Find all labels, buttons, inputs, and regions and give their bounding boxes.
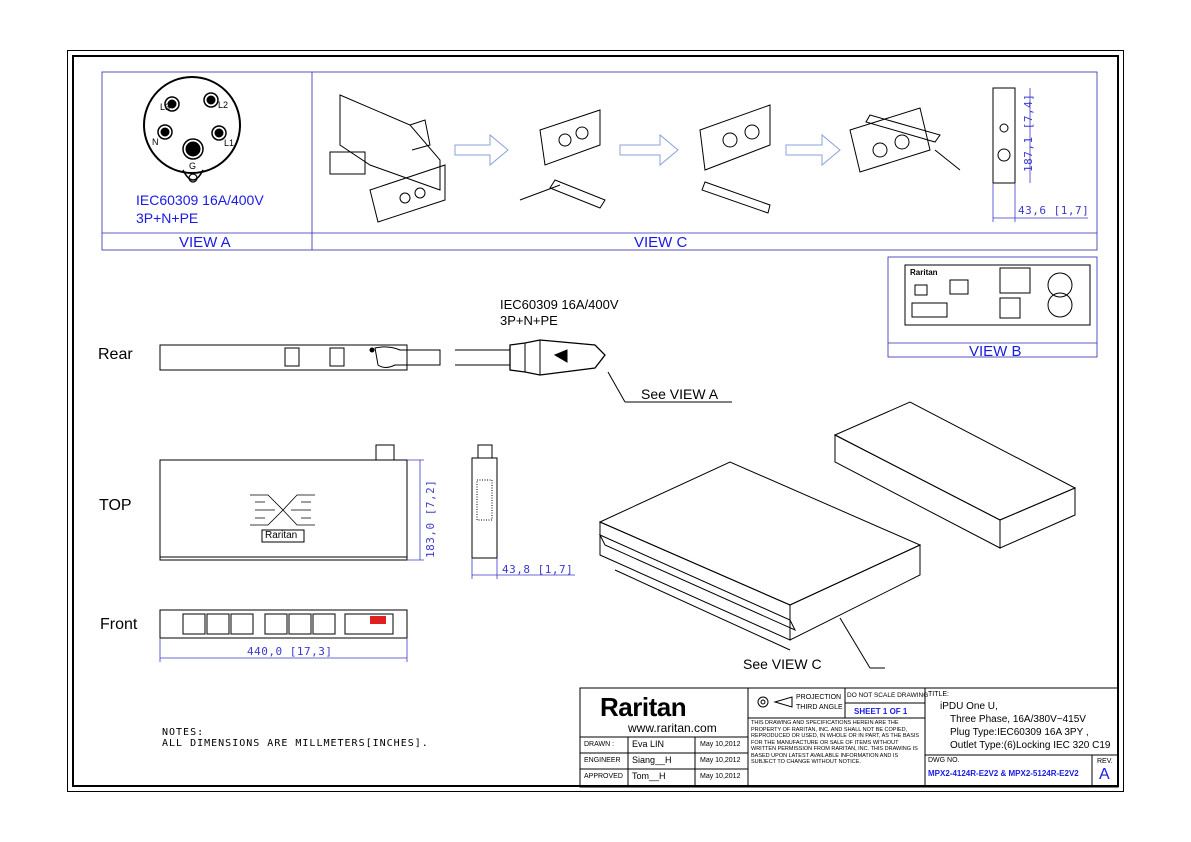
view-b-title: VIEW B xyxy=(969,343,1022,360)
title-block-grid xyxy=(579,687,1119,788)
rear-plug-spec-line1: IEC60309 16A/400V xyxy=(500,297,619,312)
pin-label-g: G xyxy=(189,161,197,171)
views-table xyxy=(101,71,1098,251)
title-block-website: www.raritan.com xyxy=(628,721,717,735)
drawn-name: Eva LIN xyxy=(632,739,665,749)
isometric-view-back xyxy=(833,401,1077,549)
dwg-number-label: DWG NO. xyxy=(928,757,960,764)
approved-label: APPROVED xyxy=(584,773,623,780)
isometric-view-front xyxy=(598,461,922,669)
drawing-border-inner xyxy=(72,55,1119,787)
view-a-spec-line1: IEC60309 16A/400V xyxy=(136,192,264,208)
view-a-title: VIEW A xyxy=(179,234,231,251)
rear-view-body xyxy=(159,339,732,403)
view-b-panel xyxy=(887,256,1098,358)
dwg-number: MPX2-4124R-E2V2 & MPX2-5124R-E2V2 xyxy=(928,769,1079,778)
view-a-connector-face xyxy=(143,76,241,183)
pin-label-l3: L3 xyxy=(160,102,171,112)
projection-line1: PROJECTION xyxy=(796,694,842,701)
see-view-a-callout: See VIEW A xyxy=(641,386,719,402)
rear-view-label: Rear xyxy=(98,346,133,363)
engineer-date: May 10,2012 xyxy=(700,757,741,764)
pin-label-l1: L1 xyxy=(224,138,235,148)
engineer-name: Siang__H xyxy=(632,755,672,765)
sequence-arrows xyxy=(454,133,841,167)
front-width-dimension: 440,0 [17,3] xyxy=(247,645,333,658)
notes-dimensions-text: ALL DIMENSIONS ARE MILLMETERS[INCHES]. xyxy=(162,738,429,749)
sheet-number: SHEET 1 OF 1 xyxy=(854,707,908,716)
title-line2: Three Phase, 16A/380V~415V xyxy=(950,714,1086,725)
view-a-spec-line2: 3P+N+PE xyxy=(136,210,199,226)
view-c-assembly-sequence xyxy=(329,87,1016,223)
pin-label-l2: L2 xyxy=(218,100,229,110)
title-line1: iPDU One U, xyxy=(940,701,998,712)
front-view-body xyxy=(159,609,408,639)
view-c-height-dimension: 187,1 [7,4] xyxy=(1022,93,1035,172)
legal-notice: THIS DRAWING AND SPECIFICATIONS HEREIN A… xyxy=(751,720,920,765)
drawing-border-outer xyxy=(67,50,1124,792)
see-view-c-callout: See VIEW C xyxy=(743,656,822,672)
view-b-brand-logo: Raritan xyxy=(910,268,938,277)
top-side-width-dimension: 43,8 [1,7] xyxy=(502,563,574,576)
approved-name: Tom__H xyxy=(632,771,666,781)
title-line3: Plug Type:IEC60309 16A 3PY , xyxy=(950,727,1089,738)
title-label: TITLE: xyxy=(928,691,950,698)
title-block: Raritan www.raritan.com PROJECTION THIRD… xyxy=(580,688,1118,787)
view-c-dimension-lines xyxy=(992,88,1088,222)
revision-value: A xyxy=(1099,766,1110,783)
revision-label: REV. xyxy=(1097,758,1113,765)
view-c-title: VIEW C xyxy=(634,234,688,251)
front-view-label: Front xyxy=(100,616,138,633)
view-c-width-dimension: 43,6 [1,7] xyxy=(1018,204,1090,217)
notes-heading: NOTES: xyxy=(162,727,205,738)
drawn-date: May 10,2012 xyxy=(700,741,741,748)
top-view-body xyxy=(159,444,498,561)
rear-plug-spec-line2: 3P+N+PE xyxy=(500,313,558,328)
front-dimension-lines xyxy=(159,638,408,662)
approved-date: May 10,2012 xyxy=(700,773,741,780)
top-height-dimension: 183,0 [7,2] xyxy=(424,479,437,558)
projection-line2: THIRD ANGLE xyxy=(796,704,843,711)
title-line4: Outlet Type:(6)Locking IEC 320 C19 xyxy=(950,740,1111,751)
drawn-label: DRAWN : xyxy=(584,741,615,748)
top-dimension-lines xyxy=(407,459,575,579)
title-block-logo: Raritan xyxy=(600,692,687,722)
pin-label-n: N xyxy=(152,137,159,147)
top-view-label: TOP xyxy=(99,497,132,514)
engineer-label: ENGINEER xyxy=(584,757,621,764)
do-not-scale-note: DO NOT SCALE DRAWING xyxy=(847,692,929,699)
top-view-logo-text: Raritan xyxy=(265,530,298,541)
